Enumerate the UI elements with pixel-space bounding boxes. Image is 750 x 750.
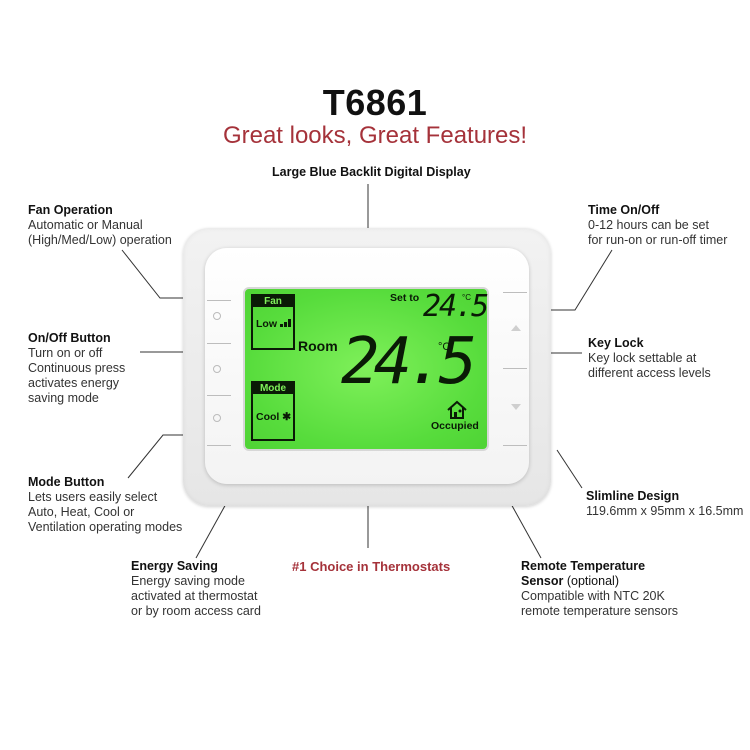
callout-desc: Turn on or off Continuous press activate… — [28, 346, 126, 405]
callout-title: On/Off Button — [28, 331, 111, 345]
mode-status-box: Mode Cool ✱ — [251, 381, 295, 441]
left-button-divider — [207, 343, 231, 344]
up-arrow-icon[interactable] — [511, 325, 521, 331]
room-temperature-value: 24.5 — [341, 325, 477, 399]
callout-title: Time On/Off — [588, 203, 660, 217]
fan-speed-bars-icon — [280, 319, 291, 327]
left-button-divider — [207, 445, 231, 446]
callout-title: Remote Temperature Sensor (optional) — [521, 559, 678, 589]
product-title: T6861 — [322, 82, 428, 123]
callout-title: Energy Saving — [131, 559, 218, 573]
fan-status-box: Fan Low — [251, 294, 295, 350]
callout-desc: Lets users easily select Auto, Heat, Coo… — [28, 490, 183, 534]
remote-title-text: Remote Temperature Sensor — [521, 559, 646, 588]
down-arrow-icon[interactable] — [511, 404, 521, 410]
right-button-divider — [503, 368, 527, 369]
callout-desc: 119.6mm x 95mm x 16.5mm — [586, 504, 744, 518]
right-button-divider — [503, 292, 527, 293]
mode-caption: Mode — [253, 383, 293, 394]
house-icon — [447, 400, 467, 419]
set-to-label: Set to — [390, 292, 420, 304]
callout-time-onoff: Time On/Off 0-12 hours can be set for ru… — [588, 203, 727, 248]
power-button[interactable] — [213, 365, 221, 373]
left-button-divider — [207, 395, 231, 396]
callout-desc: 0-12 hours can be set for run-on or run-… — [588, 218, 728, 247]
room-label: Room — [298, 338, 338, 354]
product-tagline: Great looks, Great Features! — [222, 122, 528, 149]
setpoint-unit: °C — [462, 293, 471, 302]
setpoint-value: 24.5 — [423, 289, 489, 324]
fan-speed-value: Low — [256, 318, 277, 330]
left-button-divider — [207, 300, 231, 301]
callout-title: Mode Button — [28, 475, 105, 489]
callout-onoff-button: On/Off Button Turn on or off Continuous … — [28, 331, 125, 406]
room-temperature-unit: °C — [438, 341, 451, 353]
display-feature-label: Large Blue Backlit Digital Display — [272, 165, 471, 179]
callout-energy-saving: Energy Saving Energy saving mode activat… — [131, 559, 261, 619]
callout-title: Slimline Design — [586, 489, 680, 503]
occupancy-status: Occupied — [431, 420, 479, 432]
fan-caption: Fan — [253, 296, 293, 307]
lcd-display: Fan Low Mode Cool ✱ Set to 24.5 °C Room … — [243, 287, 489, 451]
tagline-choice: #1 Choice in Thermostats — [292, 559, 451, 574]
mode-value: Cool ✱ — [256, 411, 292, 423]
fan-button[interactable] — [213, 312, 221, 320]
callout-key-lock: Key Lock Key lock settable at different … — [588, 336, 711, 381]
right-button-divider — [503, 445, 527, 446]
callout-mode-button: Mode Button Lets users easily select Aut… — [28, 475, 182, 535]
callout-desc: Energy saving mode activated at thermost… — [131, 574, 261, 618]
callout-fan-operation: Fan Operation Automatic or Manual (High/… — [28, 203, 172, 248]
callout-desc: Automatic or Manual (High/Med/Low) opera… — [28, 218, 172, 247]
remote-title-optional: (optional) — [563, 574, 619, 588]
mode-button[interactable] — [213, 414, 221, 422]
callout-desc: Key lock settable at different access le… — [588, 351, 711, 380]
callout-title: Key Lock — [588, 336, 644, 350]
callout-desc: Compatible with NTC 20K remote temperatu… — [521, 589, 679, 618]
callout-remote-sensor: Remote Temperature Sensor (optional) Com… — [521, 559, 678, 619]
callout-title: Fan Operation — [28, 203, 113, 217]
callout-slimline-design: Slimline Design 119.6mm x 95mm x 16.5mm — [586, 489, 743, 519]
